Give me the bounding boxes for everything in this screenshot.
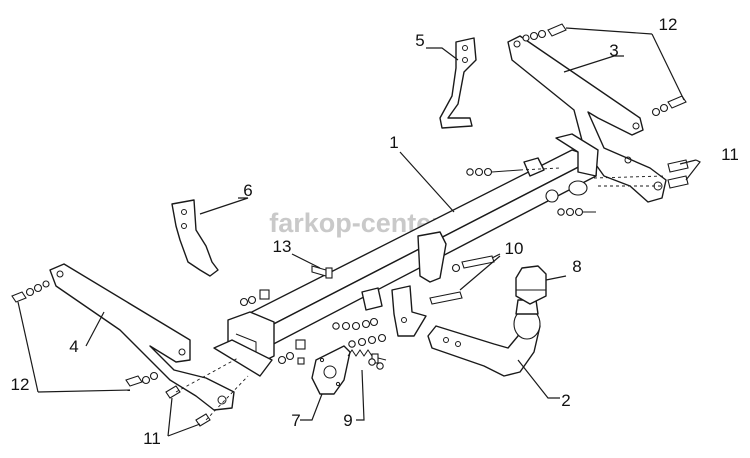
bolt-13	[311, 265, 333, 279]
callout-labels: 1 2 3 4 5 6 7 8 9 10 11 11 12 12 13	[11, 15, 739, 448]
long-bolts	[429, 255, 495, 305]
label-part-5: 5	[415, 31, 424, 50]
callout-leader-lines	[17, 27, 701, 437]
tow-ball-arm	[427, 299, 541, 377]
label-part-13: 13	[273, 237, 292, 256]
label-part-9: 9	[343, 411, 352, 430]
main-crossbar	[213, 133, 599, 377]
label-part-10: 10	[505, 239, 524, 258]
bolts-12-left	[11, 280, 159, 387]
label-part-11-left: 11	[143, 429, 161, 448]
bolts-12-right	[522, 23, 687, 117]
upper-hook-bracket	[439, 37, 477, 129]
left-hook-bracket	[171, 199, 219, 277]
label-part-1: 1	[389, 133, 398, 152]
label-part-4: 4	[69, 337, 78, 356]
assembly-dashed-lines	[175, 167, 665, 421]
label-part-12-left: 12	[11, 375, 30, 394]
label-part-3: 3	[609, 41, 618, 60]
label-part-12-right: 12	[659, 15, 678, 34]
hardware-nuts-washers	[239, 167, 596, 370]
label-part-2: 2	[561, 391, 570, 410]
ball-cap	[515, 265, 547, 305]
label-part-11-right: 11	[721, 145, 739, 164]
spring-bolt	[347, 349, 387, 364]
label-part-7: 7	[291, 411, 300, 430]
label-part-6: 6	[243, 181, 252, 200]
left-side-bracket	[49, 263, 235, 411]
socket-plate	[311, 345, 351, 395]
label-part-8: 8	[572, 257, 581, 276]
bolts-11-right	[667, 159, 689, 189]
